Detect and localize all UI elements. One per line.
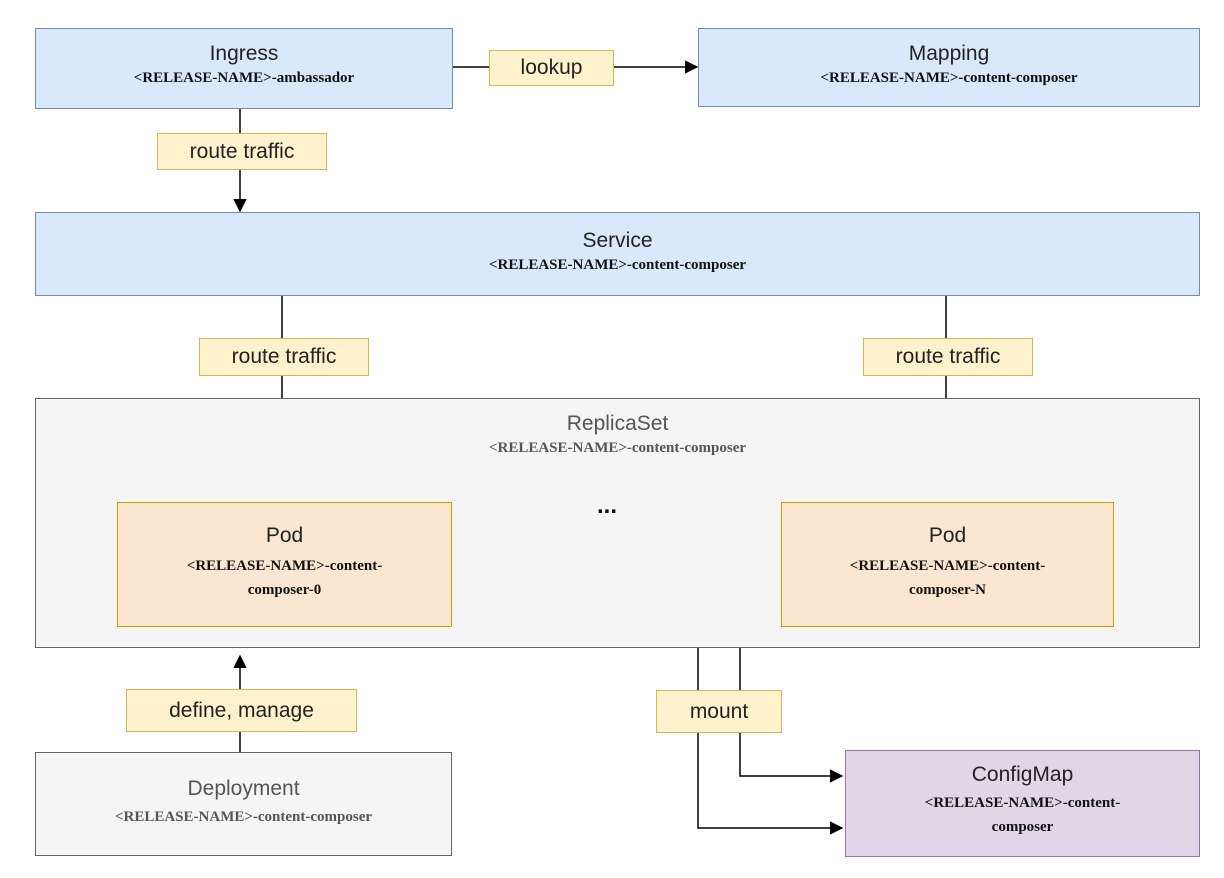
mapping-title: Mapping	[908, 42, 990, 65]
configmap-title: ConfigMap	[971, 763, 1074, 786]
podN-name-line2: composer-N	[909, 582, 986, 598]
replicaset-ellipsis: ...	[597, 492, 618, 519]
configmap-name-line2: composer	[991, 819, 1054, 835]
ingress-name: <RELEASE-NAME>-ambassador	[133, 70, 355, 86]
label-mount: mount	[656, 690, 782, 733]
ingress-node[interactable]: Ingress <RELEASE-NAME>-ambassador	[35, 28, 453, 109]
deployment-node[interactable]: Deployment <RELEASE-NAME>-content-compos…	[35, 752, 452, 856]
label-define-manage: define, manage	[126, 689, 357, 732]
pod0-name-line2: composer-0	[247, 582, 322, 598]
pod0-title: Pod	[265, 524, 304, 547]
replicaset-title: ReplicaSet	[566, 412, 669, 435]
podN-node[interactable]: Pod <RELEASE-NAME>-content- composer-N	[781, 502, 1114, 627]
service-title: Service	[582, 229, 653, 252]
service-name: <RELEASE-NAME>-content-composer	[488, 257, 747, 273]
ingress-title: Ingress	[209, 42, 279, 65]
pod0-name-line1: <RELEASE-NAME>-content-	[186, 558, 383, 574]
label-route-traffic-podN: route traffic	[863, 338, 1033, 376]
mapping-node[interactable]: Mapping <RELEASE-NAME>-content-composer	[698, 28, 1200, 107]
configmap-node[interactable]: ConfigMap <RELEASE-NAME>-content- compos…	[845, 750, 1200, 857]
label-lookup: lookup	[489, 50, 614, 86]
mapping-name: <RELEASE-NAME>-content-composer	[820, 70, 1078, 86]
configmap-name-line1: <RELEASE-NAME>-content-	[924, 795, 1121, 811]
deployment-title: Deployment	[187, 777, 300, 800]
deployment-name: <RELEASE-NAME>-content-composer	[114, 809, 373, 825]
label-route-traffic-ingress: route traffic	[157, 133, 327, 170]
label-route-traffic-pod0: route traffic	[199, 338, 369, 376]
replicaset-name: <RELEASE-NAME>-content-composer	[488, 440, 747, 456]
pod0-node[interactable]: Pod <RELEASE-NAME>-content- composer-0	[117, 502, 452, 627]
podN-title: Pod	[928, 524, 967, 547]
service-node[interactable]: Service <RELEASE-NAME>-content-composer	[35, 212, 1200, 296]
podN-name-line1: <RELEASE-NAME>-content-	[849, 558, 1046, 574]
